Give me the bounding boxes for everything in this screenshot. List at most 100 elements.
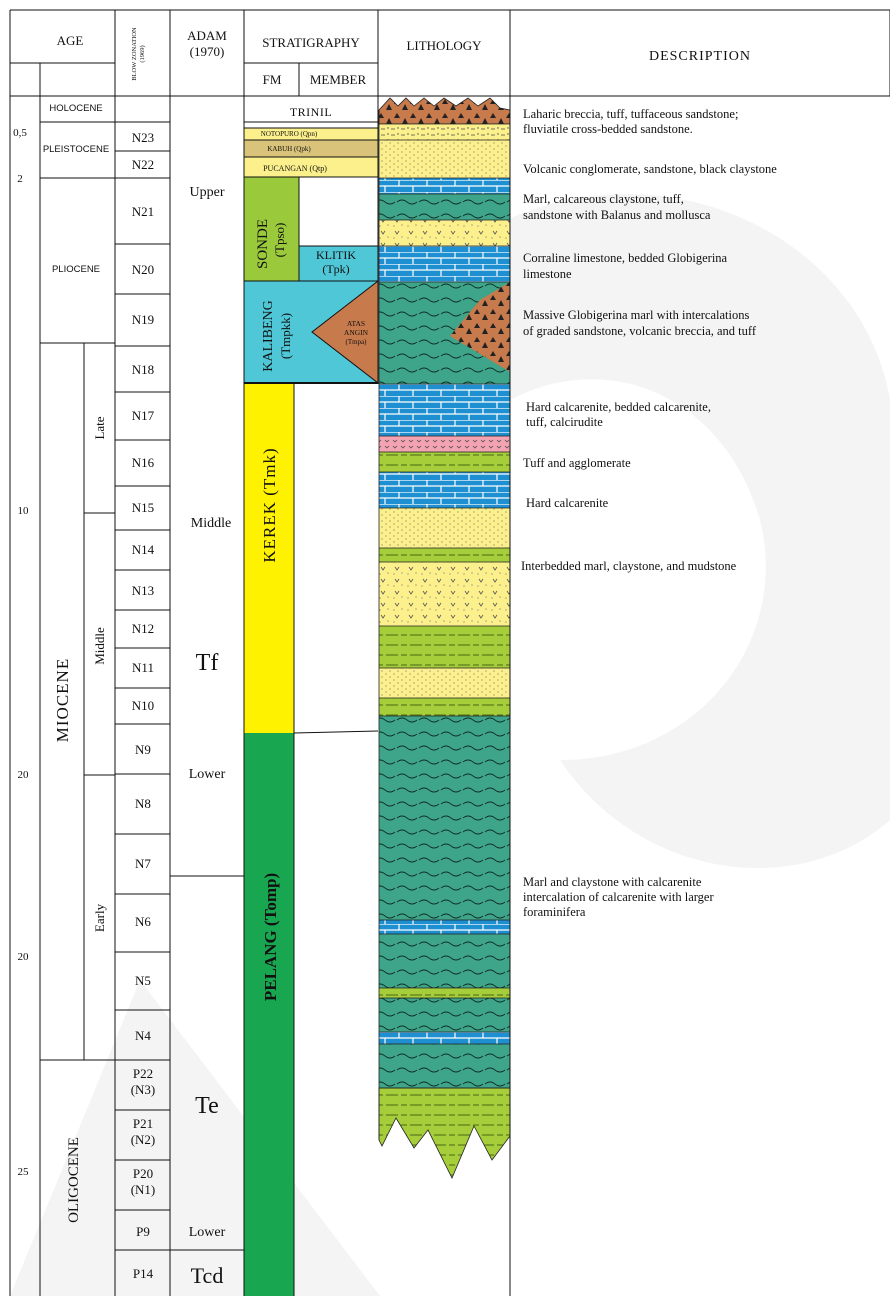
zone-p9: P9: [136, 1224, 150, 1239]
litho-tuff-1: [379, 220, 510, 246]
litho-breccia-top: [378, 97, 511, 125]
litho-lime-5: [379, 920, 510, 934]
zone-p14: P14: [133, 1266, 154, 1281]
header-stratigraphy: STRATIGRAPHY: [262, 35, 360, 50]
zone-p20-n1: (N1): [131, 1182, 156, 1197]
epoch-pleistocene: PLEISTOCENE: [43, 144, 109, 155]
zone-n8: N8: [135, 796, 151, 811]
header-blow-year: (1969): [139, 45, 146, 62]
zone-n10: N10: [132, 698, 154, 713]
mb-klitik-fill: [299, 246, 378, 281]
adam-lower: Lower: [189, 767, 226, 782]
zone-n9: N9: [135, 742, 151, 757]
litho-lime-3: [379, 384, 510, 436]
age-20-b: 20: [18, 951, 30, 963]
formations: TRINIL NOTOPURO (Qpn) KABUH (Qpk) PUCANG…: [255, 105, 369, 1001]
litho-sandstone-1: [379, 124, 510, 140]
fm-kabuh-fill: [244, 140, 378, 157]
zone-n19: N19: [132, 312, 154, 327]
zone-p20: P20: [133, 1166, 153, 1181]
fm-notopuro: NOTOPURO (Qpn): [261, 130, 318, 138]
zone-p21: P21: [133, 1116, 153, 1131]
zone-n7: N7: [135, 856, 151, 871]
litho-breccia-wedge: [450, 282, 510, 372]
mb-atas-angin-2: ANGIN: [344, 328, 369, 337]
zone-n17: N17: [132, 408, 155, 423]
fm-kerek: KEREK (Tmk): [260, 447, 279, 562]
desc-3a: Marl, calcareous claystone, tuff,: [523, 192, 684, 206]
zone-p22-n3: (N3): [131, 1082, 156, 1097]
header-adam: ADAM: [187, 28, 227, 43]
mb-klitik: KLITIK: [316, 248, 356, 262]
litho-clay-2: [379, 548, 510, 562]
mb-klitik-code: (Tpk): [322, 262, 349, 276]
header-fm: FM: [263, 72, 282, 87]
epoch-pliocene: PLIOCENE: [52, 264, 100, 275]
litho-clay-4: [379, 698, 510, 716]
zone-n18: N18: [132, 362, 154, 377]
desc-10b: intercalation of calcarenite with larger: [523, 890, 714, 904]
desc-6b: tuff, calcirudite: [526, 415, 603, 429]
blow-zones: N23 N22 N21 N20 N19 N18 N17 N16 N15 N14 …: [131, 130, 156, 1281]
adam-middle: Middle: [191, 516, 231, 531]
litho-sand-3: [379, 668, 510, 698]
descriptions: Laharic breccia, tuff, tuffaceous sandst…: [521, 107, 777, 919]
litho-marl-1: [379, 194, 510, 220]
desc-3b: sandstone with Balanus and mollusca: [523, 208, 711, 222]
desc-1a: Laharic breccia, tuff, tuffaceous sandst…: [523, 107, 738, 121]
litho-marl-4: [379, 934, 510, 988]
litho-lime-2: [379, 246, 510, 282]
desc-10c: foraminifera: [523, 905, 586, 919]
fm-trinil: TRINIL: [290, 105, 332, 119]
age-25: 25: [18, 1166, 30, 1178]
zone-n23: N23: [132, 130, 154, 145]
zone-n20: N20: [132, 262, 154, 277]
age-10: 10: [18, 505, 30, 517]
desc-5b: of graded sandstone, volcanic breccia, a…: [523, 324, 757, 338]
zone-n5: N5: [135, 973, 151, 988]
litho-marl-6: [379, 1044, 510, 1088]
desc-8: Hard calcarenite: [526, 496, 609, 510]
litho-lime-4: [379, 472, 510, 508]
desc-5a: Massive Globigerina marl with intercalat…: [523, 308, 749, 322]
zone-n14: N14: [132, 542, 155, 557]
fm-kalibeng-code: (Tmpkk): [278, 313, 293, 359]
fm-pucangan-fill: [244, 157, 378, 177]
desc-4a: Corraline limestone, bedded Globigerina: [523, 251, 728, 265]
litho-marl-5: [379, 998, 510, 1032]
zone-n11: N11: [132, 660, 154, 675]
adam-lower-2: Lower: [189, 1225, 226, 1240]
zone-n22: N22: [132, 157, 154, 172]
header-adam-year: (1970): [190, 44, 225, 59]
age-20-a: 20: [18, 769, 30, 781]
litho-marl-3: [379, 716, 510, 920]
zone-n15: N15: [132, 500, 154, 515]
zone-n16: N16: [132, 455, 155, 470]
litho-clay-1: [379, 452, 510, 472]
litho-clay-5: [379, 988, 510, 998]
zone-n4: N4: [135, 1028, 151, 1043]
header-blow-zonation: BLOW ZONATION: [131, 27, 138, 81]
zone-n13: N13: [132, 583, 154, 598]
epoch-miocene: MIOCENE: [53, 658, 72, 742]
desc-2: Volcanic conglomerate, sandstone, black …: [523, 162, 777, 176]
subepoch-middle: Middle: [92, 627, 107, 665]
zone-n6: N6: [135, 914, 151, 929]
fm-kalibeng: KALIBENG: [261, 300, 276, 372]
mb-atas-angin-fill: [312, 281, 378, 383]
litho-conglomerate: [379, 140, 510, 178]
table-grid: [9, 9, 890, 1296]
zone-n12: N12: [132, 621, 154, 636]
mb-atas-angin-1: ATAS: [347, 319, 365, 328]
fm-sonde-code: (Tpso): [272, 223, 287, 258]
desc-6a: Hard calcarenite, bedded calcarenite,: [526, 400, 711, 414]
zone-p22: P22: [133, 1066, 153, 1081]
fm-pucangan: PUCANGAN (Qtp): [263, 164, 327, 173]
fm-kerek-fill: [244, 383, 294, 733]
desc-7: Tuff and agglomerate: [523, 456, 631, 470]
litho-pink-tuff: [379, 436, 510, 452]
desc-10a: Marl and claystone with calcarenite: [523, 875, 702, 889]
desc-4b: limestone: [523, 267, 572, 281]
epoch-oligocene: OLIGOCENE: [66, 1137, 82, 1223]
fm-notopuro-fill: [244, 128, 378, 140]
